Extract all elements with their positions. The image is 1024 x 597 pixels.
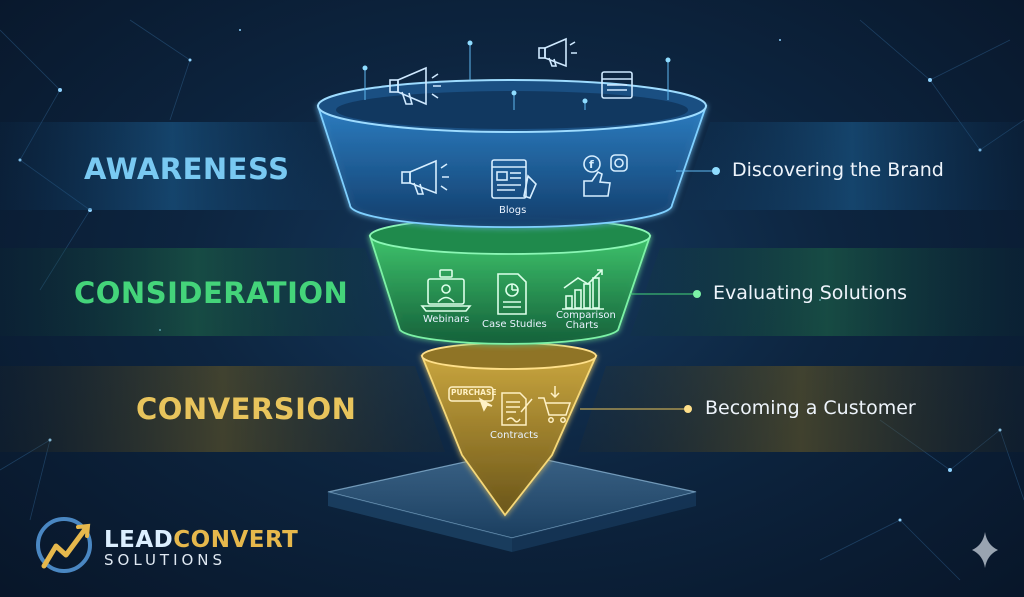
contract-pen-icon bbox=[501, 392, 533, 426]
stage-label-awareness: AWARENESS bbox=[84, 152, 290, 186]
stage-description-consideration: Evaluating Solutions bbox=[713, 282, 908, 304]
laptop-webinar-icon bbox=[420, 269, 472, 312]
stage-description-conversion: Becoming a Customer bbox=[705, 397, 916, 419]
funnel-tier-conversion bbox=[420, 342, 598, 517]
browser-window-icon bbox=[601, 71, 633, 99]
caption-case-studies: Case Studies bbox=[482, 319, 547, 330]
bar-chart-icon bbox=[562, 269, 604, 310]
stage-description-awareness: Discovering the Brand bbox=[732, 159, 944, 181]
megaphone-icon bbox=[389, 66, 441, 106]
awareness-band-right bbox=[680, 122, 1024, 210]
funnel-tier-consideration bbox=[368, 217, 652, 345]
rising-line-1 bbox=[362, 65, 368, 100]
consideration-icons bbox=[420, 269, 604, 315]
rising-line-5 bbox=[665, 57, 671, 100]
awareness-band-left bbox=[0, 122, 345, 210]
social-media-icon: f bbox=[583, 154, 628, 197]
cart-icon bbox=[538, 386, 572, 423]
rising-line-2 bbox=[467, 40, 473, 80]
conversion-band-left bbox=[0, 366, 445, 452]
awareness-icons: f bbox=[401, 154, 628, 199]
floating-icons bbox=[362, 37, 671, 110]
svg-text:f: f bbox=[589, 158, 594, 171]
rising-line-4 bbox=[582, 98, 588, 110]
logo-mark bbox=[36, 517, 92, 573]
caption-blogs: Blogs bbox=[499, 205, 527, 216]
consideration-band-right bbox=[630, 248, 1024, 336]
rising-line-3 bbox=[511, 90, 517, 110]
conversion-icons bbox=[448, 386, 572, 426]
funnel-tier-awareness bbox=[316, 79, 708, 229]
consideration-connector bbox=[630, 290, 701, 298]
logo-name-part-1: LEAD bbox=[104, 527, 174, 553]
caption-purchase: PURCHASE bbox=[451, 388, 497, 397]
logo-name-part-2: CONVERT bbox=[173, 527, 299, 553]
megaphone-icon bbox=[401, 159, 449, 195]
stage-label-consideration: CONSIDERATION bbox=[74, 276, 349, 310]
megaphone-icon bbox=[538, 37, 577, 68]
consideration-band-left bbox=[0, 248, 395, 336]
awareness-connector bbox=[676, 167, 720, 175]
caption-contracts: Contracts bbox=[490, 430, 539, 441]
logo-name: LEADCONVERT bbox=[104, 527, 298, 553]
caption-webinars: Webinars bbox=[423, 314, 470, 325]
conversion-band-right bbox=[578, 366, 1024, 452]
sparkle-icon bbox=[972, 532, 998, 568]
stage-label-conversion: CONVERSION bbox=[136, 392, 357, 426]
caption-comparison-charts: Comparison Charts bbox=[556, 310, 616, 331]
purchase-button-icon bbox=[448, 386, 494, 412]
document-chart-icon bbox=[497, 273, 527, 315]
conversion-connector bbox=[580, 405, 692, 413]
article-icon bbox=[491, 159, 537, 199]
logo-subtitle: SOLUTIONS bbox=[104, 551, 227, 569]
